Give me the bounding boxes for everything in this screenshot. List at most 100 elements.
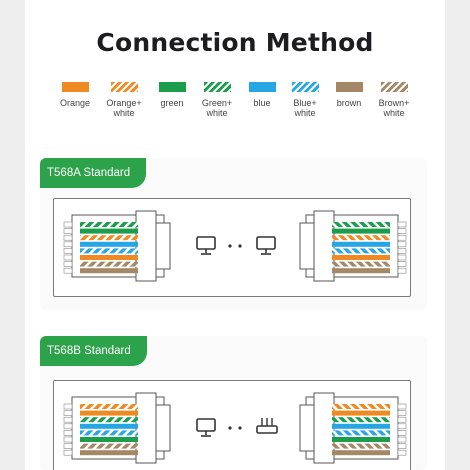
legend-item-green-white: Green+ white: [186, 82, 248, 118]
pin: [397, 228, 407, 234]
wire: [80, 437, 138, 442]
rj45-plug: [63, 392, 171, 464]
pin: [63, 430, 73, 436]
legend-label: blue: [253, 98, 271, 108]
t568b-diagram: [53, 380, 411, 470]
pin: [397, 403, 407, 410]
pin: [63, 436, 73, 443]
left-plug: [63, 210, 171, 282]
pin: [397, 241, 407, 248]
wire: [80, 404, 138, 409]
wire: [80, 228, 138, 234]
pin: [63, 228, 73, 234]
swatch-brown: [335, 82, 363, 92]
connector-dot: [228, 244, 232, 248]
pin: [397, 436, 407, 443]
pin: [397, 267, 407, 274]
wire: [332, 241, 390, 247]
right-plug: [299, 210, 407, 282]
connector-dot: [238, 244, 242, 248]
legend-item-orange: Orange: [44, 82, 106, 108]
wire: [80, 235, 138, 241]
wire: [80, 450, 138, 456]
pin: [63, 261, 73, 267]
legend-item-brown-white: Brown+ white: [363, 82, 425, 118]
legend-label: Blue+ white: [293, 98, 317, 118]
pin: [63, 449, 73, 456]
page-title: Connection Method: [96, 28, 374, 57]
legend-label: green: [160, 98, 184, 108]
swatch-blue: [248, 82, 276, 92]
pin: [63, 416, 73, 423]
rj45-plug: [299, 392, 407, 464]
legend-item-orange-white: Orange+ white: [93, 82, 155, 118]
wire: [80, 261, 138, 267]
wire: [332, 410, 390, 416]
wire: [80, 268, 138, 274]
color-legend: Orange Orange+ white green Green+ white …: [0, 82, 470, 132]
wire: [332, 235, 390, 241]
wire: [80, 430, 138, 436]
pin: [397, 416, 407, 423]
wire: [80, 443, 138, 449]
pin: [63, 248, 73, 254]
wiring-diagram: [63, 392, 407, 464]
pin: [397, 410, 407, 416]
wire: [332, 261, 390, 267]
pin: [63, 423, 73, 430]
computer-icon: [196, 236, 216, 255]
wire: [80, 255, 138, 260]
swatch-green: [158, 82, 186, 92]
router-icon: [256, 418, 278, 434]
pin: [397, 248, 407, 254]
pin: [63, 221, 73, 228]
wire: [332, 255, 390, 260]
legend-label: brown: [336, 98, 362, 108]
computer-icon: [256, 236, 276, 255]
pin: [397, 234, 407, 241]
legend-item-green: green: [141, 82, 203, 108]
swatch-brown-white: [380, 82, 408, 92]
t568b-card: T568B Standard: [40, 336, 427, 470]
pin: [63, 241, 73, 248]
wire: [332, 423, 390, 429]
pin: [397, 254, 407, 261]
right-plug: [299, 392, 407, 464]
wire: [80, 248, 138, 254]
swatch-blue-white: [291, 82, 319, 92]
rj45-plug: [63, 210, 171, 282]
wire: [80, 423, 138, 429]
rj45-plug: [299, 210, 407, 282]
legend-label: Green+ white: [201, 98, 233, 118]
pin: [397, 261, 407, 267]
t568a-card: T568A Standard: [40, 158, 427, 310]
legend-item-blue-white: Blue+ white: [274, 82, 336, 118]
pin: [63, 267, 73, 274]
wire: [80, 410, 138, 416]
wire: [332, 430, 390, 436]
pin: [397, 221, 407, 228]
pin: [397, 449, 407, 456]
swatch-green-white: [203, 82, 231, 92]
wiring-diagram: [63, 210, 407, 282]
pin: [63, 410, 73, 416]
wire: [80, 241, 138, 247]
pin: [63, 443, 73, 449]
pin: [397, 443, 407, 449]
wire: [332, 443, 390, 449]
swatch-orange-white: [110, 82, 138, 92]
legend-item-blue: blue: [231, 82, 293, 108]
legend-item-brown: brown: [318, 82, 380, 108]
computer-icon: [196, 418, 216, 437]
connector-dot: [228, 426, 232, 430]
pin: [63, 403, 73, 410]
pin: [63, 254, 73, 261]
wire: [332, 268, 390, 274]
wire: [80, 222, 138, 227]
left-plug: [63, 392, 171, 464]
connector-dot: [238, 426, 242, 430]
legend-label: Brown+ white: [378, 98, 410, 118]
pin: [63, 234, 73, 241]
wire: [80, 417, 138, 423]
wire: [332, 222, 390, 227]
